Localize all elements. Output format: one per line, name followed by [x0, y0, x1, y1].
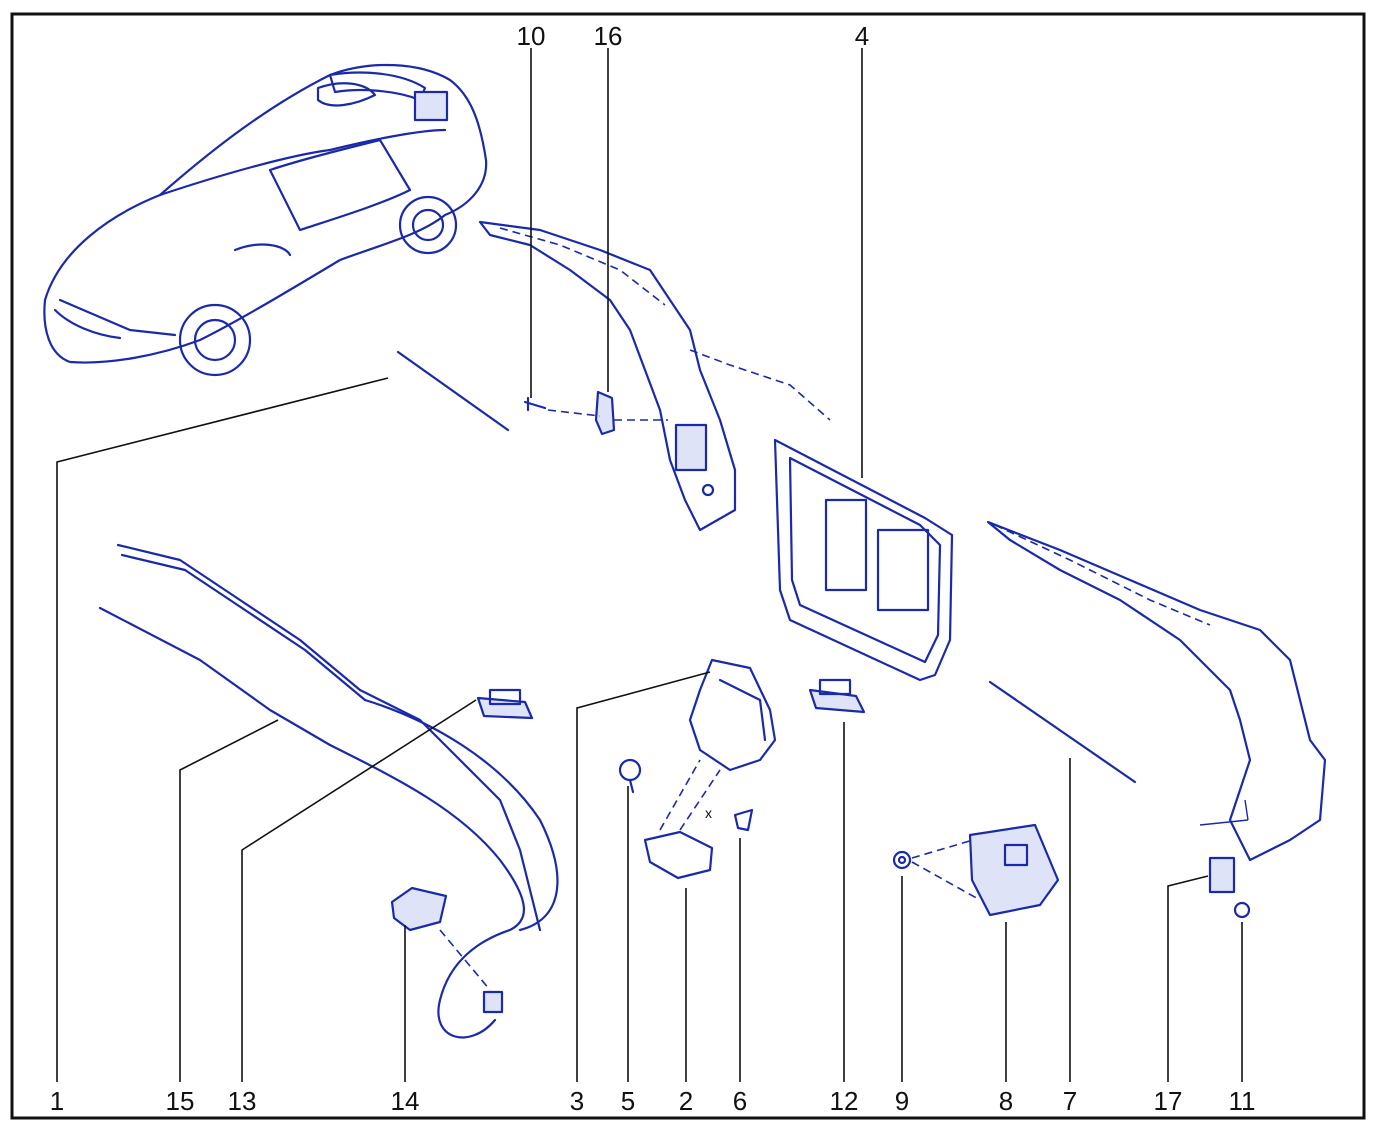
- callout-7: 7: [1063, 1086, 1077, 1116]
- right-trim-panel: [986, 520, 1327, 862]
- strap-and-cables: [98, 543, 559, 1039]
- switch-12: [808, 678, 866, 714]
- lock-assembly-3: [688, 658, 777, 772]
- bracket-16: [547, 390, 668, 436]
- clip-10: [523, 396, 547, 412]
- callout-8: 8: [999, 1086, 1013, 1116]
- callout-10: 10: [517, 21, 546, 51]
- module-14: [390, 886, 504, 1014]
- callout-13: 13: [228, 1086, 257, 1116]
- callout-11: 11: [1229, 1086, 1256, 1116]
- switch-13: [476, 688, 534, 720]
- callout-3: 3: [570, 1086, 584, 1116]
- fastener-6: [733, 808, 754, 832]
- control-unit-8: [968, 823, 1060, 917]
- latch-2: [643, 759, 721, 880]
- callout-9: 9: [895, 1086, 909, 1116]
- callout-16: 16: [594, 21, 623, 51]
- callout-4: 4: [855, 21, 869, 51]
- leader-lines: [56, 48, 1243, 1082]
- left-trim-panel: [478, 220, 831, 532]
- callout-5: 5: [621, 1086, 635, 1116]
- callout-17: 17: [1154, 1086, 1183, 1116]
- clip-17: [1199, 799, 1249, 894]
- screw-11: [1233, 901, 1251, 919]
- callout-6: 6: [733, 1086, 747, 1116]
- car-illustration: [43, 63, 488, 377]
- callout-2: 2: [679, 1086, 693, 1116]
- callout-labels: 10 16 4 1 15 13 14 3 5 2 6 12 9 8 7 17 1…: [50, 21, 1256, 1116]
- diagram-frame: [10, 12, 1366, 1120]
- fastener-5: [618, 758, 642, 794]
- callout-15: 15: [166, 1086, 195, 1116]
- callout-14: 14: [391, 1086, 420, 1116]
- gas-strut-left: [396, 350, 510, 432]
- x-mark: x: [705, 805, 712, 821]
- tailgate-panel: [773, 438, 954, 682]
- callout-12: 12: [830, 1086, 859, 1116]
- gas-strut-right: [988, 680, 1137, 784]
- callout-1: 1: [50, 1086, 64, 1116]
